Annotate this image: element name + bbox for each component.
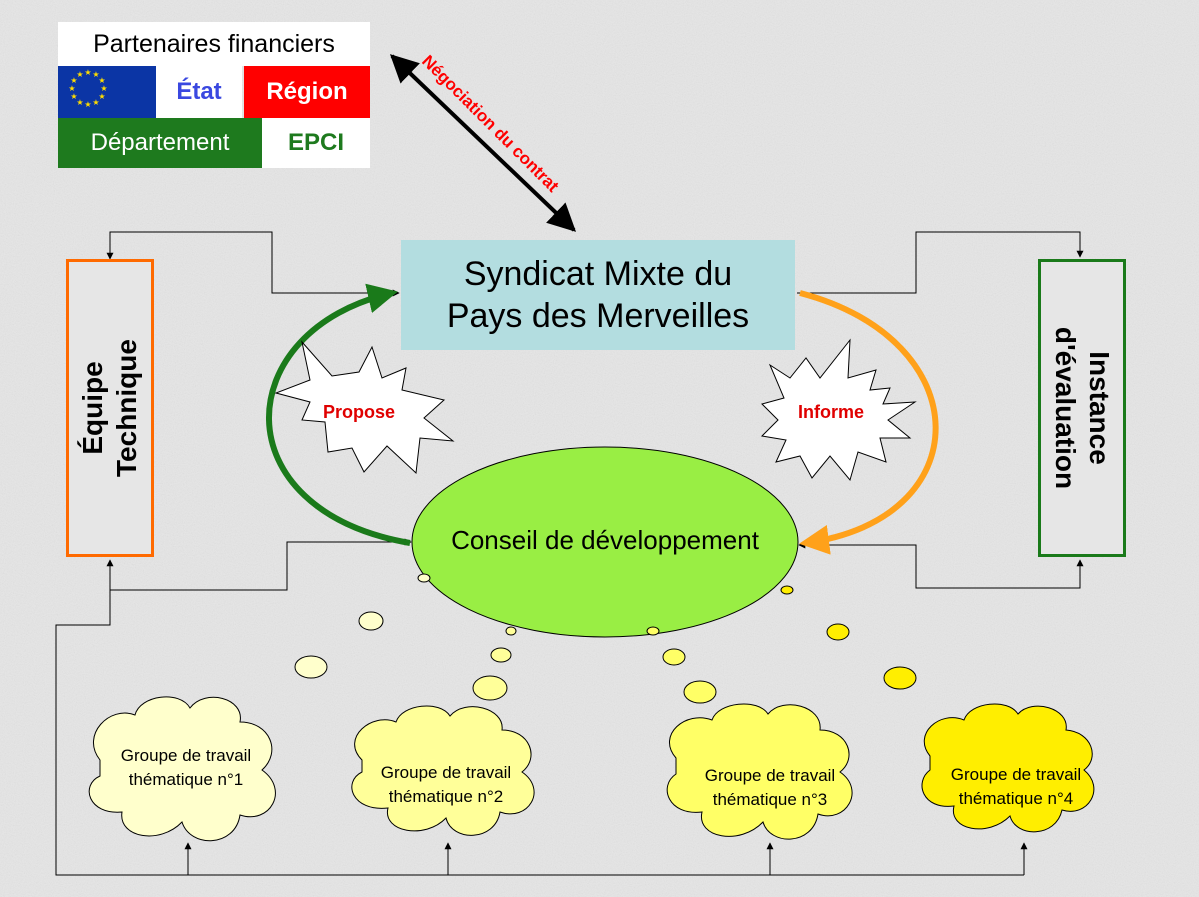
svg-text:★: ★ xyxy=(76,98,83,107)
departement-label: Département xyxy=(58,118,262,168)
conseil-ellipse xyxy=(411,446,799,638)
propose-starburst xyxy=(274,340,455,475)
syndicat-box: Syndicat Mixte du Pays des Merveilles xyxy=(401,240,795,350)
thought-bubble xyxy=(505,626,517,636)
svg-text:★: ★ xyxy=(70,76,77,85)
svg-text:★: ★ xyxy=(84,68,91,77)
group-2-line-1: Groupe de travail xyxy=(380,763,512,782)
equipe-syndicat-connector xyxy=(106,231,400,297)
group-4-label: Groupe de travail thématique n°4 xyxy=(918,763,1114,811)
equipe-technique-label: Équipe Technique xyxy=(76,339,144,477)
svg-text:★: ★ xyxy=(98,76,105,85)
equipe-conseil-connector xyxy=(106,538,412,591)
instance-line-1: Instance xyxy=(1084,351,1115,465)
thought-bubble xyxy=(683,680,717,704)
equipe-technique-box: Équipe Technique xyxy=(66,259,154,557)
svg-text:★: ★ xyxy=(92,70,99,79)
thought-bubble xyxy=(358,611,384,631)
syndicat-instance-connector xyxy=(797,231,1084,294)
svg-text:★: ★ xyxy=(100,84,107,93)
group-3-line-1: Groupe de travail xyxy=(704,766,836,785)
group-1-label: Groupe de travail thématique n°1 xyxy=(86,744,286,792)
group-2-line-2: thématique n°2 xyxy=(388,787,504,806)
etat-label: État xyxy=(156,66,242,118)
group-4-line-2: thématique n°4 xyxy=(958,789,1074,808)
group-4-line-1: Groupe de travail xyxy=(950,765,1082,784)
svg-text:★: ★ xyxy=(92,98,99,107)
instance-evaluation-label: Instance d'évaluation xyxy=(1048,327,1116,489)
thought-bubble xyxy=(490,647,512,663)
epci-label: EPCI xyxy=(262,118,370,168)
propose-label: Propose xyxy=(322,402,396,422)
informe-starburst xyxy=(760,338,917,482)
thought-bubble xyxy=(826,623,850,641)
thought-bubble xyxy=(417,573,431,583)
svg-text:★: ★ xyxy=(76,70,83,79)
negotiation-arrow xyxy=(389,54,577,232)
partners-title: Partenaires financiers xyxy=(58,22,370,66)
equipe-line-2: Technique xyxy=(111,339,142,477)
svg-text:★: ★ xyxy=(84,100,91,109)
informe-label: Informe xyxy=(797,402,864,422)
groups-feedback-line xyxy=(55,590,1024,876)
equipe-line-1: Équipe xyxy=(77,361,108,455)
thought-bubble xyxy=(646,626,660,636)
instance-line-2: d'évaluation xyxy=(1050,326,1081,490)
thought-bubble xyxy=(780,585,794,595)
group-1-line-2: thématique n°1 xyxy=(128,770,244,789)
eu-flag-icon: ★★★ ★★★ ★★★ ★★★ xyxy=(58,66,156,118)
svg-text:★: ★ xyxy=(70,92,77,101)
conseil-label: Conseil de développement xyxy=(451,525,759,555)
eu-stars: ★★★ ★★★ ★★★ ★★★ xyxy=(68,68,107,109)
region-label: Région xyxy=(244,66,370,118)
svg-text:★: ★ xyxy=(98,92,105,101)
syndicat-line-2: Pays des Merveilles xyxy=(446,297,750,335)
thought-bubble xyxy=(472,675,508,701)
svg-text:★: ★ xyxy=(68,84,75,93)
cloud-group-4 xyxy=(921,703,1095,833)
cloud-group-1 xyxy=(88,696,276,842)
instance-evaluation-box: Instance d'évaluation xyxy=(1038,259,1126,557)
cloud-group-2 xyxy=(351,705,535,836)
cloud-group-3 xyxy=(666,703,853,840)
syndicat-line-1: Syndicat Mixte du xyxy=(463,255,733,293)
thought-bubble xyxy=(883,666,917,690)
propose-arrow xyxy=(266,283,411,546)
group-3-line-2: thématique n°3 xyxy=(712,790,828,809)
group-2-label: Groupe de travail thématique n°2 xyxy=(351,761,541,809)
conseil-instance-connector xyxy=(798,541,1084,589)
thought-bubble xyxy=(662,648,686,666)
group-3-label: Groupe de travail thématique n°3 xyxy=(670,764,870,812)
group-1-line-1: Groupe de travail xyxy=(120,746,252,765)
informe-arrow xyxy=(799,290,939,555)
thought-bubble xyxy=(294,655,328,679)
